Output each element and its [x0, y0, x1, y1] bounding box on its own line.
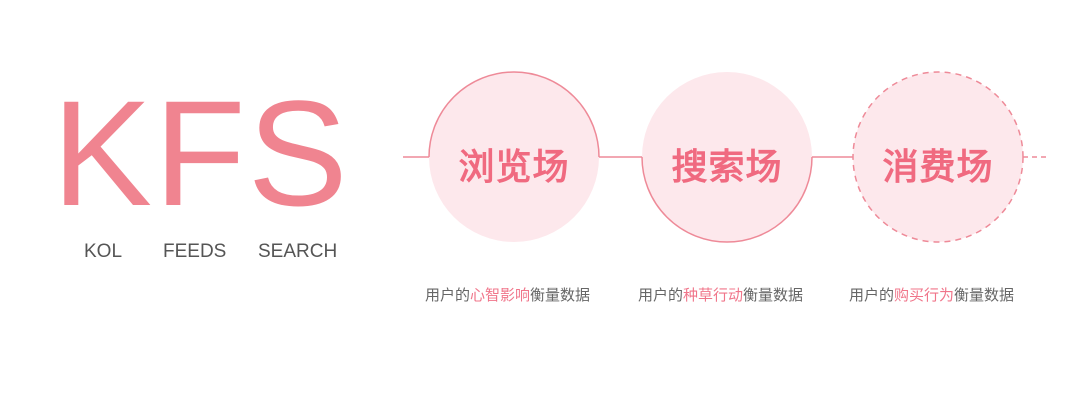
stage-label-consume: 消费场: [882, 147, 994, 188]
caption-prefix: 用户的: [849, 286, 895, 304]
subtitle-kol: KOL: [84, 241, 123, 262]
subtitle-feeds: FEEDS: [163, 241, 227, 262]
stage-caption-consume: 用户的购买行为衡量数据: [849, 284, 1014, 305]
caption-prefix: 用户的: [425, 286, 471, 304]
stage-circle-search: [642, 72, 812, 242]
caption-suffix: 衡量数据: [954, 286, 1015, 304]
caption-prefix: 用户的: [638, 286, 684, 304]
subtitle-search: SEARCH: [258, 241, 338, 262]
kfs-logo: KFS: [52, 69, 350, 237]
caption-highlight: 心智影响: [470, 286, 531, 304]
caption-suffix: 衡量数据: [743, 286, 804, 304]
caption-suffix: 衡量数据: [530, 286, 591, 304]
caption-highlight: 种草行动: [683, 286, 744, 304]
caption-highlight: 购买行为: [894, 286, 955, 304]
stage-label-browse: 浏览场: [458, 147, 570, 188]
stage-label-search: 搜索场: [671, 147, 783, 188]
stage-circle-consume: [852, 71, 1024, 243]
stage-circle-browse: [429, 72, 599, 242]
stage-caption-browse: 用户的心智影响衡量数据: [425, 284, 590, 305]
stage-circle-browse-arc: [428, 71, 600, 158]
stage-caption-search: 用户的种草行动衡量数据: [638, 284, 803, 305]
stage-circle-search-arc: [641, 156, 813, 243]
